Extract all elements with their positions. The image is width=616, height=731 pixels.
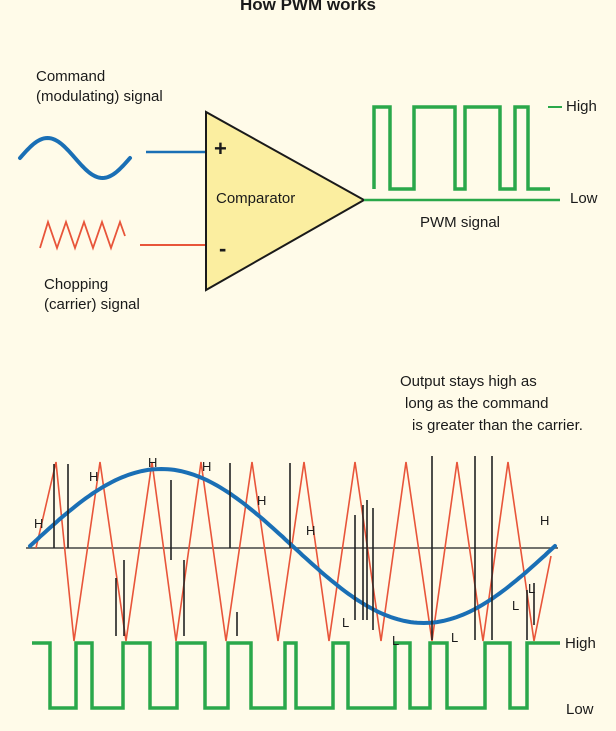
low-state-marker: L	[392, 633, 399, 648]
carrier-label-line1: Chopping	[44, 276, 109, 293]
high-state-marker: H	[257, 493, 266, 508]
diagram-title: How PWM works	[239, 0, 376, 14]
bottom-low-label: Low	[566, 701, 594, 718]
comparator-triangle	[205, 110, 367, 292]
note-line1: Output stays high as	[400, 373, 537, 390]
note-line2: long as the command	[405, 395, 549, 412]
high-state-marker: H	[306, 523, 315, 538]
bottom-high-label: High	[565, 635, 596, 652]
command-label-line2: (modulating) signal	[36, 88, 163, 105]
low-state-marker: L	[528, 581, 535, 596]
pwm-output-waveform	[372, 105, 550, 191]
note-line3: is greater than the carrier.	[412, 417, 583, 434]
low-state-marker: L	[342, 615, 349, 630]
plus-input-label: +	[214, 136, 227, 161]
command-sine-wave	[28, 466, 557, 626]
pwm-signal-label: PWM signal	[420, 214, 501, 231]
high-state-marker: H	[540, 513, 549, 528]
high-state-marker: H	[89, 469, 98, 484]
low-state-marker: L	[451, 630, 458, 645]
low-state-marker: L	[512, 598, 519, 613]
high-state-marker: H	[34, 516, 43, 531]
high-state-marker: H	[202, 459, 211, 474]
comparator-label: Comparator	[216, 190, 296, 207]
top-high-label: High	[566, 98, 597, 115]
pwm-output-timing	[32, 641, 560, 710]
high-state-marker: H	[148, 455, 157, 470]
command-sine-icon	[18, 135, 132, 181]
command-label-line1: Command	[36, 68, 106, 85]
carrier-triangle-wave	[35, 461, 552, 642]
carrier-label-line2: (carrier) signal	[44, 296, 140, 313]
minus-input-label: -	[219, 236, 227, 261]
carrier-zigzag-icon	[39, 219, 126, 251]
top-low-label: Low	[570, 190, 598, 207]
